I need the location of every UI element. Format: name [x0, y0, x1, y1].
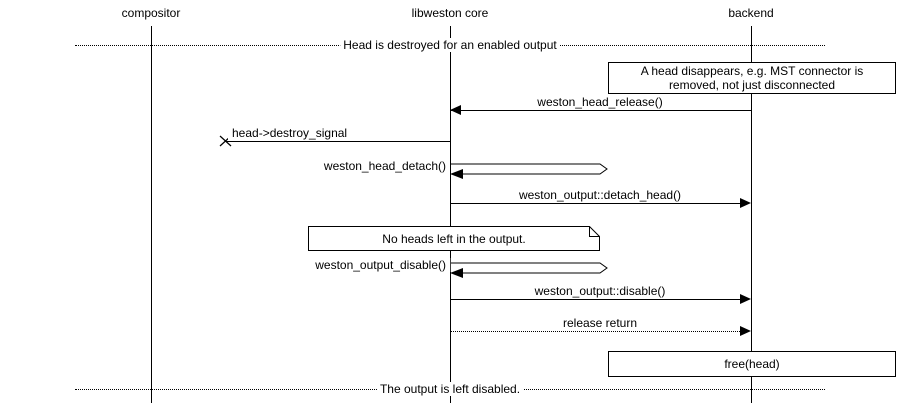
arrowhead-right-release-return: [740, 326, 751, 336]
participant-label-backend: backend: [728, 6, 774, 20]
arrowhead-right-weston-output-disable-backend: [740, 294, 751, 304]
self-message-weston-output-disable: [450, 262, 610, 284]
message-label-weston-output-disable: weston_output_disable(): [311, 258, 450, 272]
message-label-head-destroy-signal: head->destroy_signal: [228, 126, 352, 140]
note-free-head: free(head): [608, 351, 896, 377]
note-mst-connector: A head disappears, e.g. MST connector is…: [608, 62, 896, 94]
lifeline-libweston-core: [450, 26, 451, 403]
message-line-weston-output-disable-backend: [450, 299, 740, 300]
note-no-heads-left: No heads left in the output.: [308, 226, 600, 251]
participant-label-libweston-core: libweston core: [411, 6, 489, 20]
message-label-weston-head-release: weston_head_release(): [533, 95, 667, 109]
arrowhead-left-weston-head-release: [450, 105, 461, 115]
note-no-heads-left-text: No heads left in the output.: [382, 231, 526, 246]
lifeline-compositor: [151, 26, 152, 403]
note-free-head-text: free(head): [724, 357, 780, 371]
message-label-weston-output-disable-backend: weston_output::disable(): [530, 284, 670, 298]
message-label-release-return: release return: [558, 316, 642, 330]
message-line-weston-output-detach-head: [450, 203, 740, 204]
note-mst-connector-text: A head disappears, e.g. MST connector is…: [640, 64, 864, 92]
message-label-weston-head-detach: weston_head_detach(): [319, 159, 450, 173]
self-message-weston-head-detach: [450, 163, 610, 185]
message-line-release-return: [450, 331, 740, 332]
message-line-head-destroy-signal: [226, 141, 450, 142]
arrowhead-right-weston-output-detach-head: [740, 198, 751, 208]
lifeline-backend: [751, 26, 752, 403]
message-line-weston-head-release: [450, 110, 751, 111]
message-label-weston-output-detach-head: weston_output::detach_head(): [514, 188, 686, 202]
participant-label-compositor: compositor: [121, 6, 181, 20]
divider-label-bottom: The output is left disabled.: [376, 382, 524, 396]
divider-label-top: Head is destroyed for an enabled output: [340, 38, 560, 52]
